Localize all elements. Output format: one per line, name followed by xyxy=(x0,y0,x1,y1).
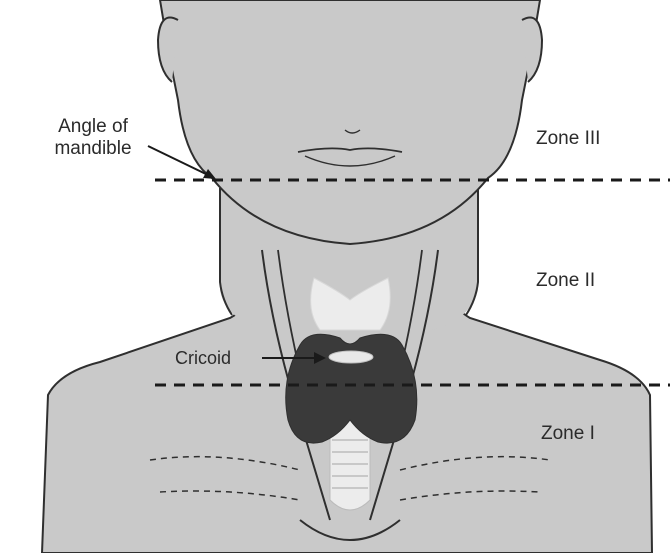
right-clavicle xyxy=(399,455,551,471)
left-clavicle xyxy=(149,455,301,471)
angle-of-mandible-label-line1: Angle of xyxy=(58,116,128,137)
mouth-upper xyxy=(297,147,403,153)
philtrum xyxy=(344,129,361,134)
left-clavicle-lower xyxy=(159,490,301,501)
zone-1-label: Zone I xyxy=(541,423,595,444)
mouth-lower xyxy=(304,155,396,167)
thyroid-cartilage xyxy=(310,277,391,331)
neck-outline-right xyxy=(465,188,479,316)
zone-2-label: Zone II xyxy=(536,270,596,291)
cricoid-arrowhead xyxy=(314,352,326,364)
right-ear xyxy=(521,16,544,83)
zone-3-label: Zone III xyxy=(536,128,601,149)
left-ear xyxy=(156,16,179,83)
tracheal-rings xyxy=(332,439,368,489)
angle-of-mandible-label: Angle of mandible xyxy=(38,116,148,160)
cricoid-cartilage xyxy=(328,350,374,364)
angle-of-mandible-arrow xyxy=(147,145,211,177)
right-clavicle-lower xyxy=(399,490,541,501)
angle-of-mandible-arrowhead xyxy=(203,169,216,179)
cricoid-label: Cricoid xyxy=(175,348,232,368)
angle-of-mandible-label-line2: mandible xyxy=(54,138,132,159)
face xyxy=(158,0,542,246)
neck-outline-left xyxy=(219,188,233,316)
suprasternal-notch xyxy=(299,519,401,541)
